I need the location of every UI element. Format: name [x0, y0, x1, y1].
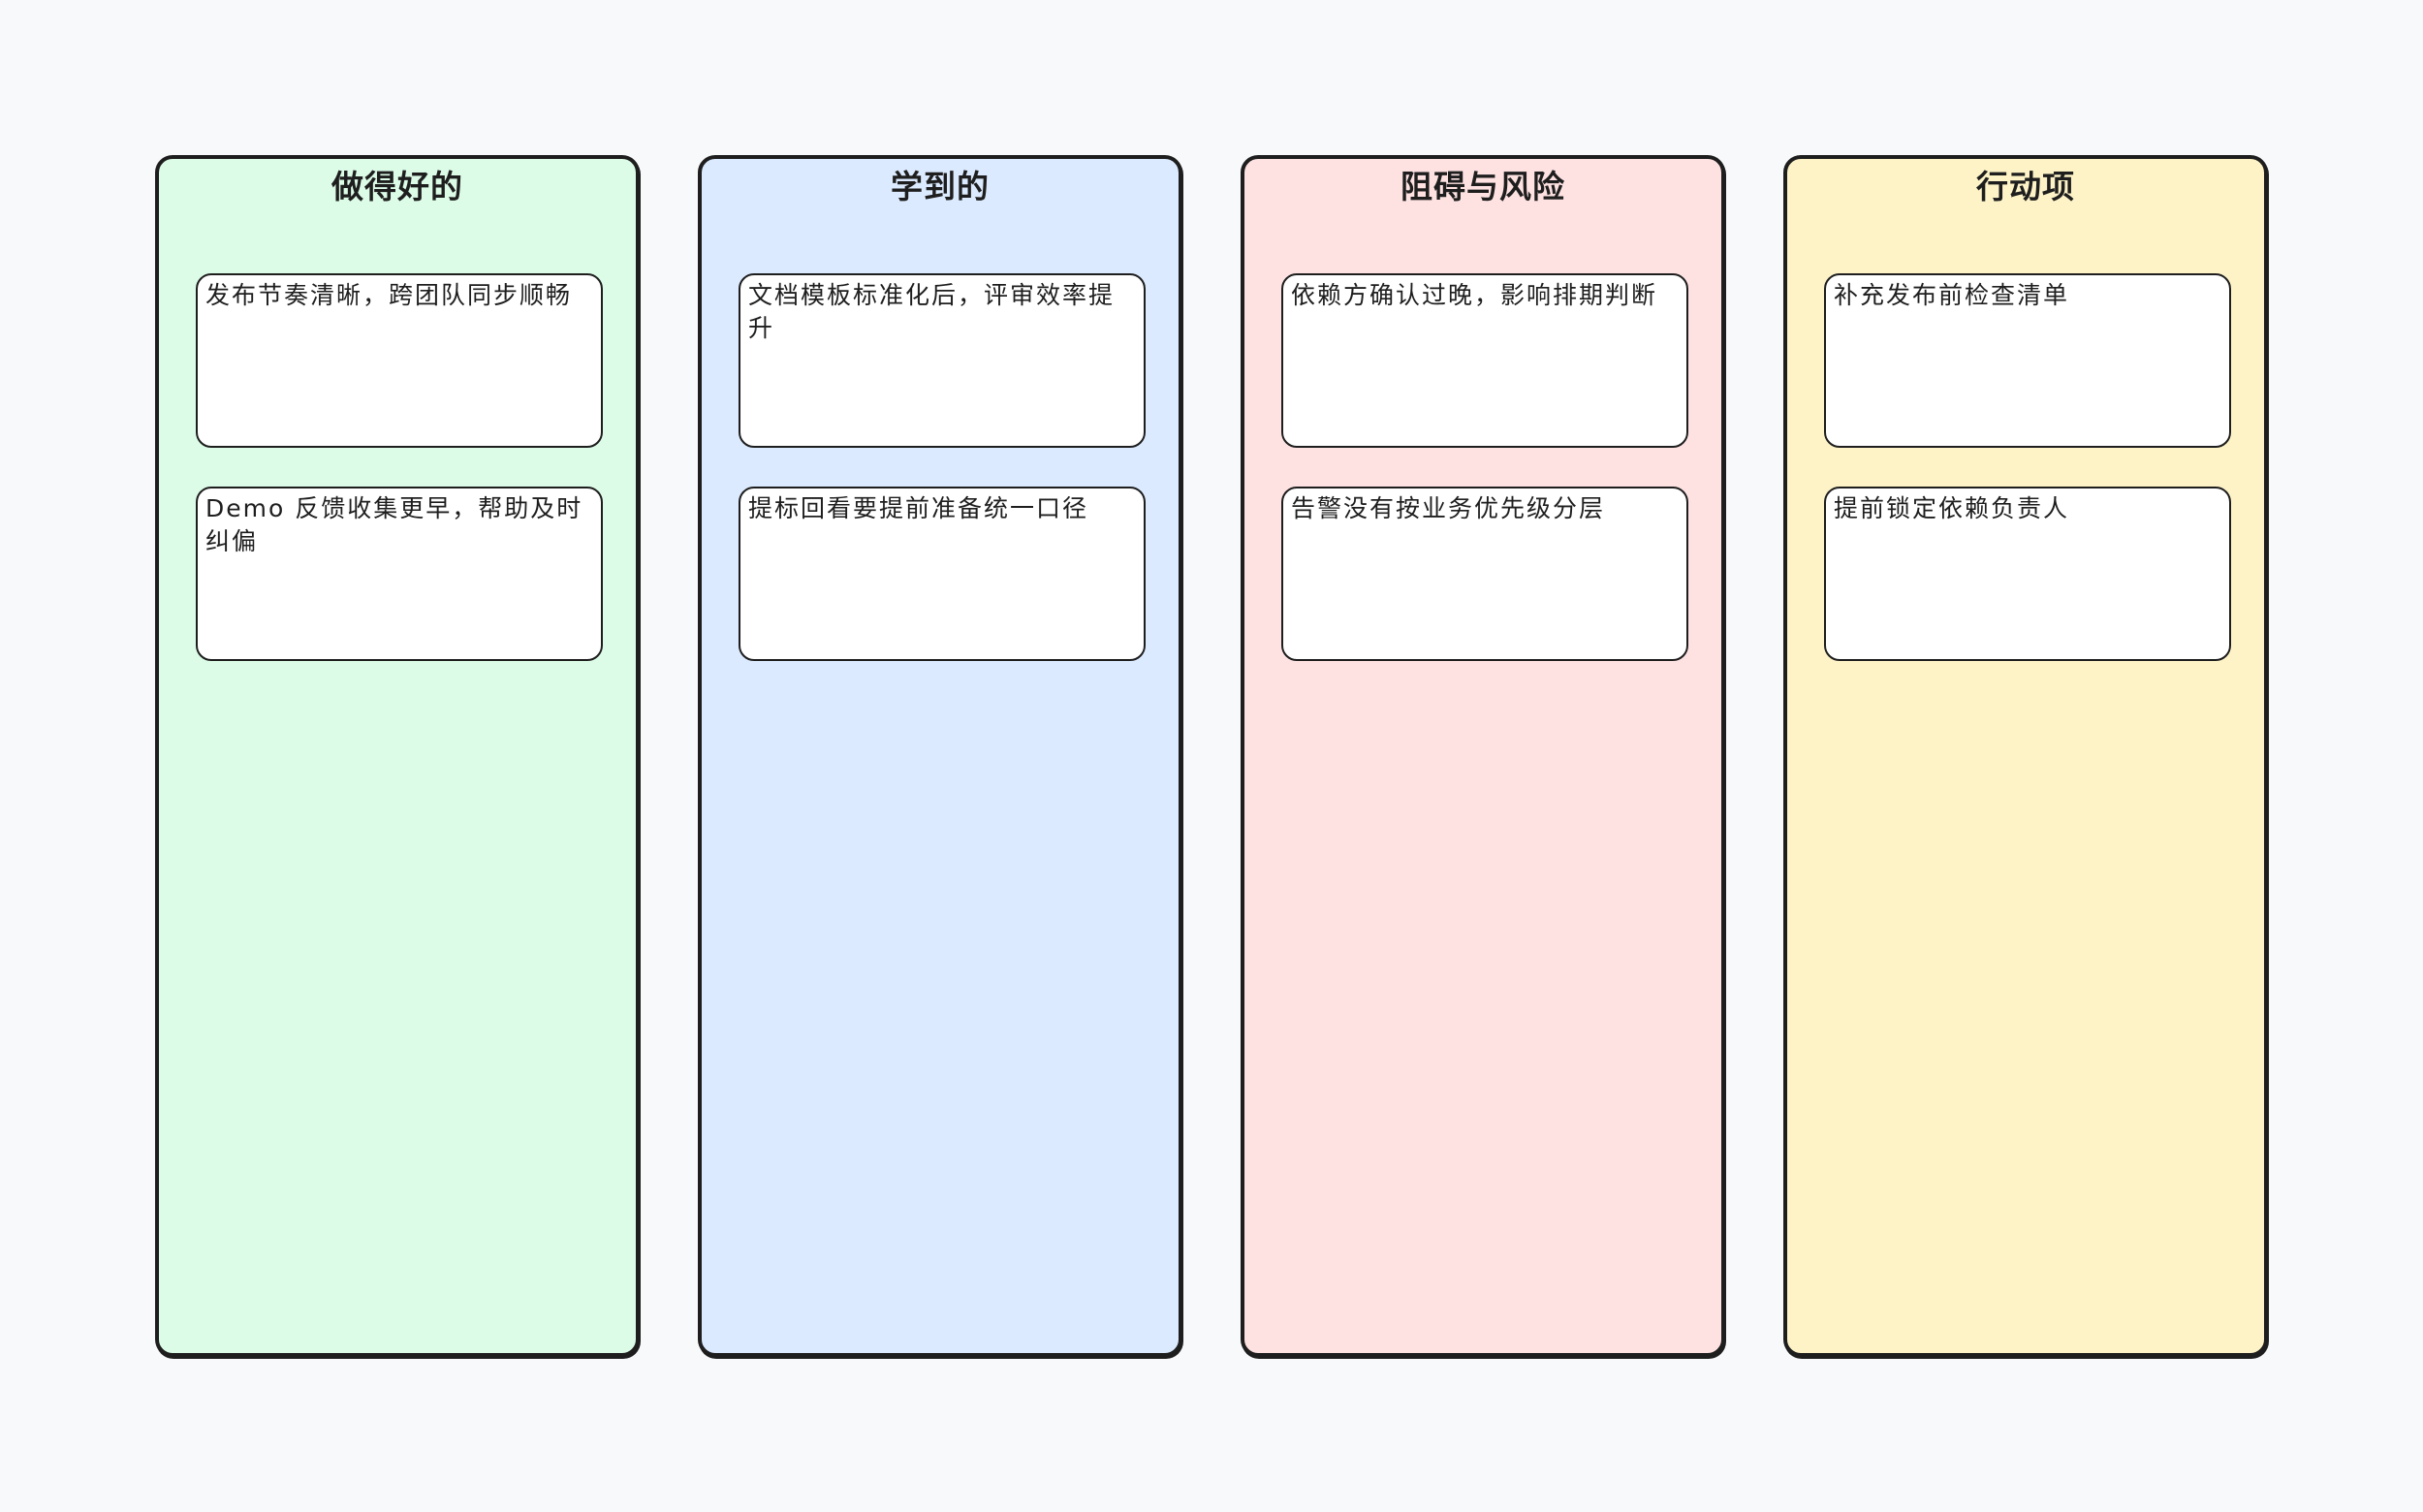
card-text: 依赖方确认过晚，影响排期判断	[1291, 281, 1658, 309]
card-text: Demo 反馈收集更早，帮助及时纠偏	[205, 494, 583, 555]
column-title: 阻碍与风险	[1400, 168, 1565, 205]
column-title: 行动项	[1976, 168, 2075, 205]
column-title: 学到的	[891, 168, 990, 205]
card-text: 文档模板标准化后，评审效率提升	[748, 281, 1116, 342]
sticky-card[interactable]: 提标回看要提前准备统一口径	[739, 487, 1146, 661]
column-went-well: 做得好的 发布节奏清晰，跨团队同步顺畅 Demo 反馈收集更早，帮助及时纠偏	[155, 155, 640, 1357]
card-text: 提标回看要提前准备统一口径	[748, 494, 1089, 522]
column-blockers-risks: 阻碍与风险 依赖方确认过晚，影响排期判断 告警没有按业务优先级分层	[1241, 155, 1725, 1357]
sticky-card[interactable]: 补充发布前检查清单	[1824, 273, 2231, 448]
column-learned: 学到的 文档模板标准化后，评审效率提升 提标回看要提前准备统一口径	[698, 155, 1182, 1357]
sticky-card[interactable]: 文档模板标准化后，评审效率提升	[739, 273, 1146, 448]
column-title: 做得好的	[331, 168, 463, 205]
card-text: 发布节奏清晰，跨团队同步顺畅	[205, 281, 573, 309]
card-text: 告警没有按业务优先级分层	[1291, 494, 1606, 522]
sticky-card[interactable]: Demo 反馈收集更早，帮助及时纠偏	[196, 487, 603, 661]
sticky-card[interactable]: 提前锁定依赖负责人	[1824, 487, 2231, 661]
card-text: 补充发布前检查清单	[1834, 281, 2070, 309]
sticky-card[interactable]: 发布节奏清晰，跨团队同步顺畅	[196, 273, 603, 448]
column-action-items: 行动项 补充发布前检查清单 提前锁定依赖负责人	[1783, 155, 2268, 1357]
sticky-card[interactable]: 依赖方确认过晚，影响排期判断	[1281, 273, 1688, 448]
card-text: 提前锁定依赖负责人	[1834, 494, 2070, 522]
sticky-card[interactable]: 告警没有按业务优先级分层	[1281, 487, 1688, 661]
